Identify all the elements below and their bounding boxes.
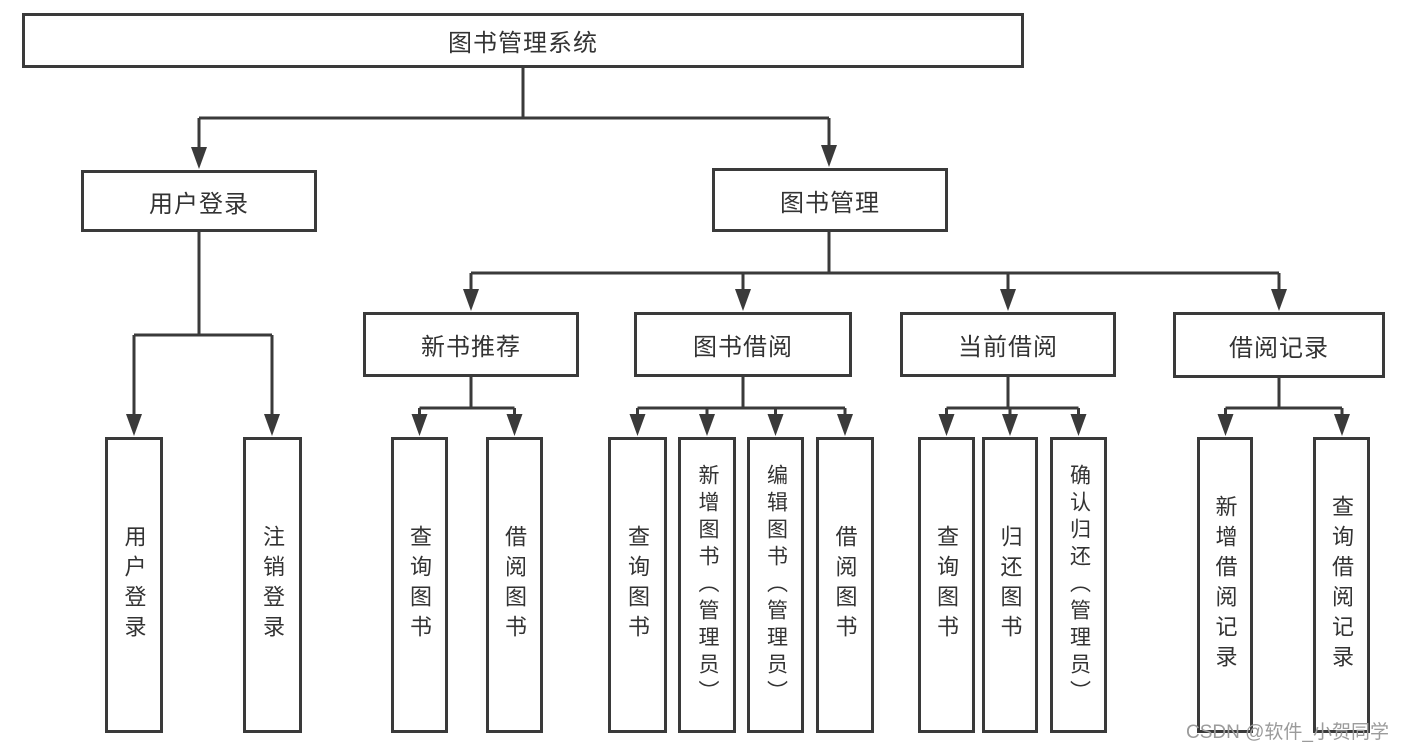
csdn-watermark: CSDN @软件_小贺同学 <box>1186 722 1389 743</box>
node-library-system: 图书管理系统 <box>22 13 1024 68</box>
connector-lines <box>132 68 1344 418</box>
node-borrow-records: 借阅记录 <box>1173 312 1385 378</box>
leaf-confirm-return-admin: 确认归还（管理员） <box>1050 437 1107 733</box>
leaf-user-login: 用户登录 <box>105 437 163 733</box>
leaf-add-books-admin: 新增图书（管理员） <box>678 437 736 733</box>
connector-arrows <box>126 145 1350 436</box>
node-user-login: 用户登录 <box>81 170 317 232</box>
leaf-query-books-borrow: 查询图书 <box>608 437 667 733</box>
leaf-query-books-current: 查询图书 <box>918 437 975 733</box>
leaf-add-borrow-record: 新增借阅记录 <box>1197 437 1253 733</box>
leaf-logout: 注销登录 <box>243 437 302 733</box>
node-book-management: 图书管理 <box>712 168 948 232</box>
node-new-book-recommend: 新书推荐 <box>363 312 579 377</box>
leaf-borrow-books-recommend: 借阅图书 <box>486 437 543 733</box>
leaf-borrow-books: 借阅图书 <box>816 437 874 733</box>
node-current-borrow: 当前借阅 <box>900 312 1116 377</box>
leaf-edit-books-admin: 编辑图书（管理员） <box>747 437 804 733</box>
leaf-query-borrow-record: 查询借阅记录 <box>1313 437 1370 733</box>
leaf-return-books: 归还图书 <box>982 437 1038 733</box>
leaf-query-books-recommend: 查询图书 <box>391 437 448 733</box>
node-book-borrow: 图书借阅 <box>634 312 852 377</box>
